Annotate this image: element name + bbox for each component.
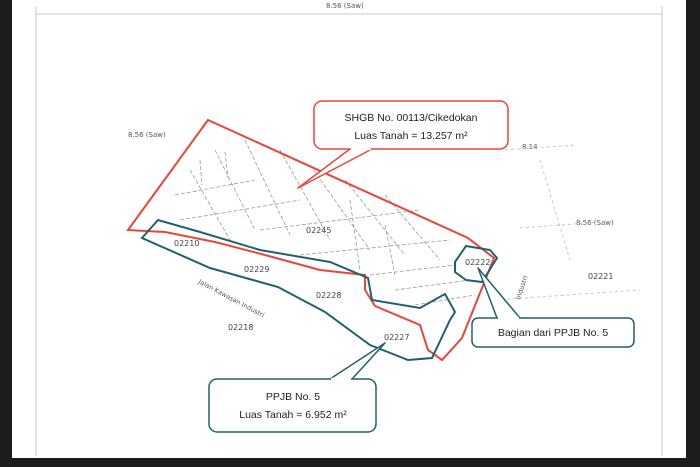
parcel-label-02218: 02218: [228, 323, 253, 332]
ppjb-parcel-outline: [140, 218, 457, 362]
scale-right-upper-label: 8.14: [522, 143, 538, 151]
scan-edge-right: [686, 0, 700, 467]
scale-top-label: 8.56 (Saw): [326, 2, 364, 10]
parcel-label-02245: 02245: [306, 226, 331, 235]
parcel-label-02228: 02228: [316, 291, 341, 300]
scan-edge-bottom: [0, 458, 700, 467]
scale-left-label: 8.56 (Saw): [128, 131, 166, 139]
shgb-callout-line2: Luas Tanah = 13.257 m²: [354, 130, 468, 142]
bagian-callout-line1: Bagian dari PPJB No. 5: [498, 327, 608, 339]
ppjb-callout-line2: Luas Tanah = 6.952 m²: [239, 409, 347, 421]
ppjb-callout-box: [208, 378, 377, 433]
bagian-callout-pointer: [477, 267, 521, 319]
ppjb-callout-pointer: [329, 342, 386, 380]
ppjb-part-outline: [454, 244, 499, 284]
drawing-border: [35, 6, 663, 456]
shgb-callout-line1: SHGB No. 00113/Cikedokan: [345, 112, 478, 124]
shgb-callout-pointer: [297, 148, 373, 189]
parcel-label-02210: 02210: [174, 239, 199, 248]
shgb-callout-box: [313, 100, 509, 150]
bagian-callout-box: [471, 317, 635, 348]
parcel-label-02227: 02227: [384, 333, 409, 342]
road-label-left: Jalan Kawasan Industri: [196, 277, 266, 319]
parcel-sketch-lines: [174, 139, 476, 306]
road-label-right: Industri: [514, 274, 529, 300]
scan-edge-left: [0, 0, 12, 467]
guide-lines: [494, 144, 641, 301]
scale-right-mid-label: 8.56 (Saw): [576, 219, 614, 227]
parcel-label-02229: 02229: [244, 265, 269, 274]
parcel-label-02222: 02222: [465, 258, 490, 267]
parcel-label-02221: 02221: [588, 272, 613, 281]
ppjb-callout-line1: PPJB No. 5: [266, 391, 320, 403]
